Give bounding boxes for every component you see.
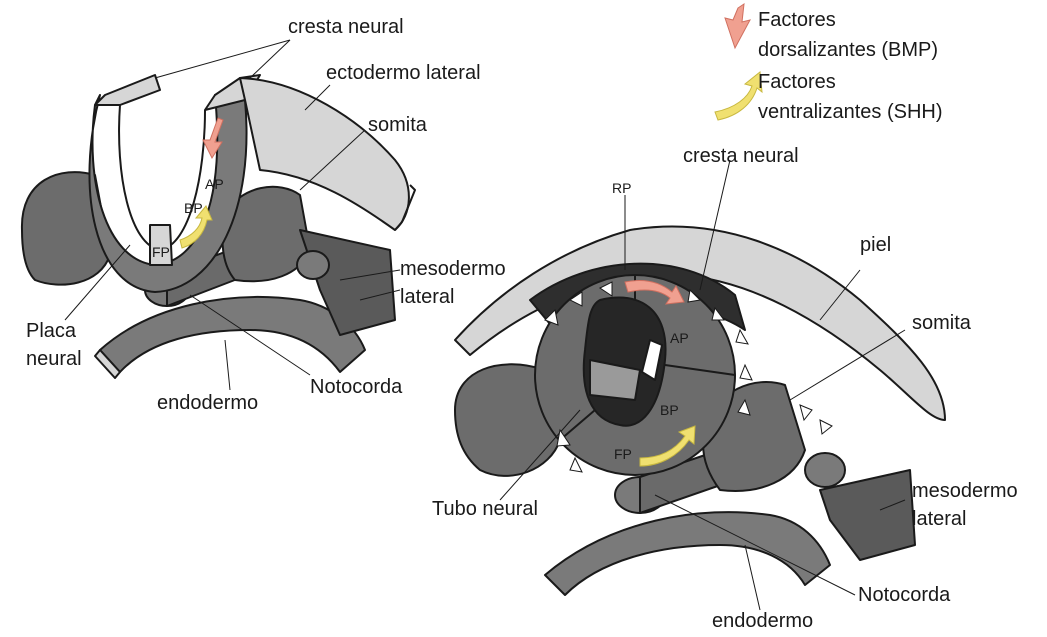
legend-dorsal-arrow — [725, 4, 750, 48]
right-label-endodermo: endodermo — [712, 610, 813, 632]
right-label-lateral: lateral — [912, 508, 966, 530]
legend-ventral-subtitle: ventralizantes (SHH) — [758, 100, 943, 124]
left-label-placa: Placa — [26, 320, 76, 342]
right-label-tubo-neural: Tubo neural — [432, 498, 538, 520]
left-label-ap: AP — [205, 176, 224, 192]
left-label-fp: FP — [152, 244, 170, 260]
legend-dorsal-subtitle: dorsalizantes (BMP) — [758, 38, 938, 62]
left-crest-1 — [95, 75, 160, 105]
left-small-somite — [297, 251, 329, 279]
right-label-cresta-neural: cresta neural — [683, 145, 799, 167]
left-label-mesodermo: mesodermo — [400, 258, 506, 280]
right-label-rp: RP — [612, 180, 631, 196]
left-label-bp: BP — [184, 200, 203, 216]
right-label-somita: somita — [912, 312, 971, 334]
right-endoderm — [545, 512, 830, 595]
right-label-mesodermo: mesodermo — [912, 480, 1018, 502]
legend-ventral-title: Factores — [758, 70, 836, 94]
right-label-ap: AP — [670, 330, 689, 346]
right-label-notocorda: Notocorda — [858, 584, 950, 606]
left-label-neural: neural — [26, 348, 82, 370]
right-diagram — [455, 226, 945, 595]
right-small-somite — [805, 453, 845, 487]
left-label-ectodermo-lateral: ectodermo lateral — [326, 62, 481, 84]
left-label-notocorda: Notocorda — [310, 376, 402, 398]
left-label-endodermo: endodermo — [157, 392, 258, 414]
right-label-bp: BP — [660, 402, 679, 418]
left-endoderm — [100, 297, 365, 372]
left-label-lateral: lateral — [400, 286, 454, 308]
left-label-cresta-neural: cresta neural — [288, 16, 404, 38]
right-label-piel: piel — [860, 234, 891, 256]
right-label-fp: FP — [614, 446, 632, 462]
legend-dorsal-title: Factores — [758, 8, 836, 32]
left-label-somita: somita — [368, 114, 427, 136]
legend-ventral-arrow — [715, 72, 762, 120]
